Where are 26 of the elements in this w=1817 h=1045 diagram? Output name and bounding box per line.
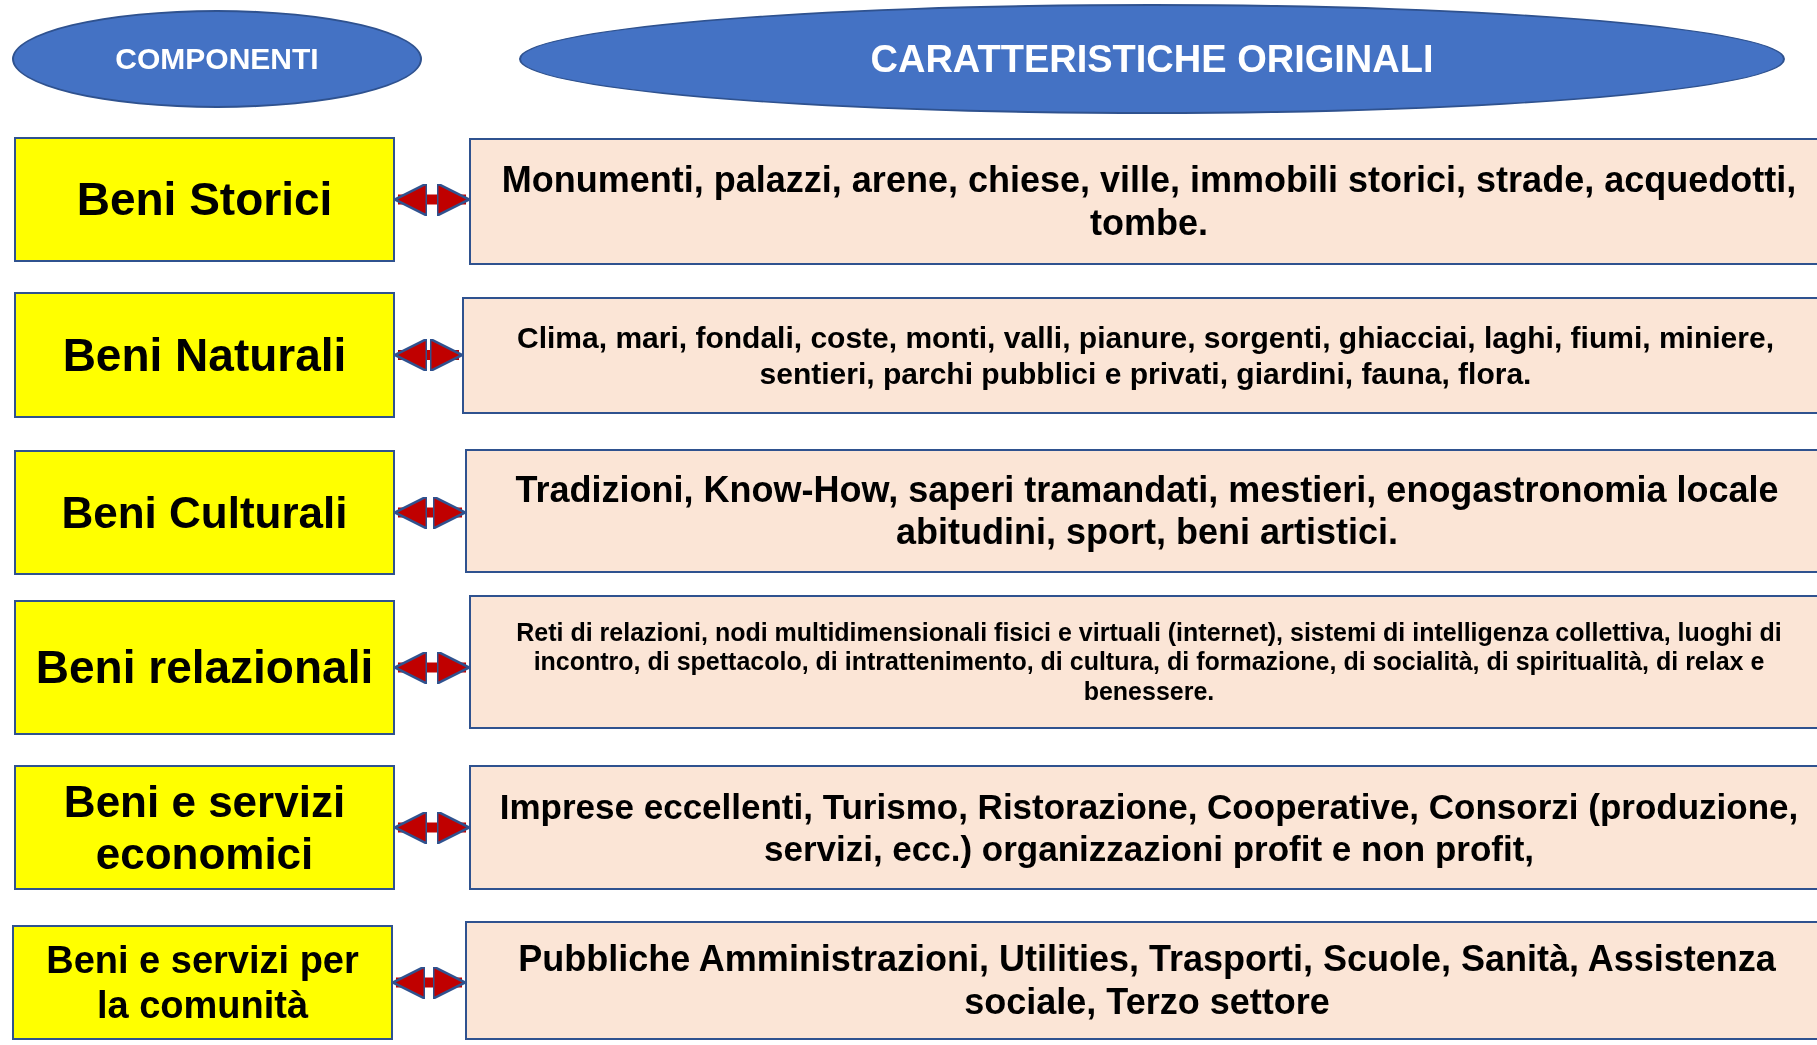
description-box xyxy=(462,297,1817,414)
description-box xyxy=(465,921,1817,1040)
description-text: Reti di relazioni, nodi multidimensionali fisici e virtuali (internet), sistemi di intelligenza collettiva, luoghi di incontro, di spettacolo, di intrattenimento, di cultura, di formazione, di socialità, di spiritualità, di relax e benessere. xyxy=(515,617,1783,707)
component-label: Beni Storici xyxy=(76,172,333,227)
description-text: Pubbliche Amministrazioni, Utilities, Trasporti, Scuole, Sanità, Assistenza sociale, Terzo settore xyxy=(517,938,1777,1023)
component-label: Beni Naturali xyxy=(62,327,347,383)
component-box xyxy=(14,137,395,262)
component-box xyxy=(14,450,395,575)
component-box xyxy=(14,600,395,735)
header-label: CARATTERISTICHE ORIGINALI xyxy=(870,36,1434,82)
component-box xyxy=(12,925,393,1040)
description-box xyxy=(469,765,1817,890)
description-text: Tradizioni, Know-How, saperi tramandati, mestieri, enogastronomia locale abitudini, sport, beni artistici. xyxy=(514,468,1780,554)
component-label: Beni e servizi per la comunità xyxy=(45,937,360,1028)
description-box xyxy=(469,595,1817,729)
component-label: Beni e servizi economici xyxy=(62,775,347,880)
component-label: Beni Culturali xyxy=(61,486,348,539)
description-box xyxy=(465,449,1817,573)
component-box xyxy=(14,765,395,890)
header-label: COMPONENTI xyxy=(115,41,319,77)
description-text: Imprese eccellenti, Turismo, Ristorazione, Cooperative, Consorzi (produzione, servizi, ecc.) organizzazioni profit e non profit, xyxy=(498,786,1800,869)
description-text: Clima, mari, fondali, coste, monti, valli, pianure, sorgenti, ghiacciai, laghi, fiumi, miniere, sentieri, parchi pubblici e privati, giardini, fauna, flora. xyxy=(516,320,1775,391)
description-text: Monumenti, palazzi, arene, chiese, ville, immobili storici, strade, acquedotti, tombe. xyxy=(500,159,1798,244)
component-box xyxy=(14,292,395,418)
component-label: Beni relazionali xyxy=(35,640,374,695)
description-box xyxy=(469,138,1817,265)
